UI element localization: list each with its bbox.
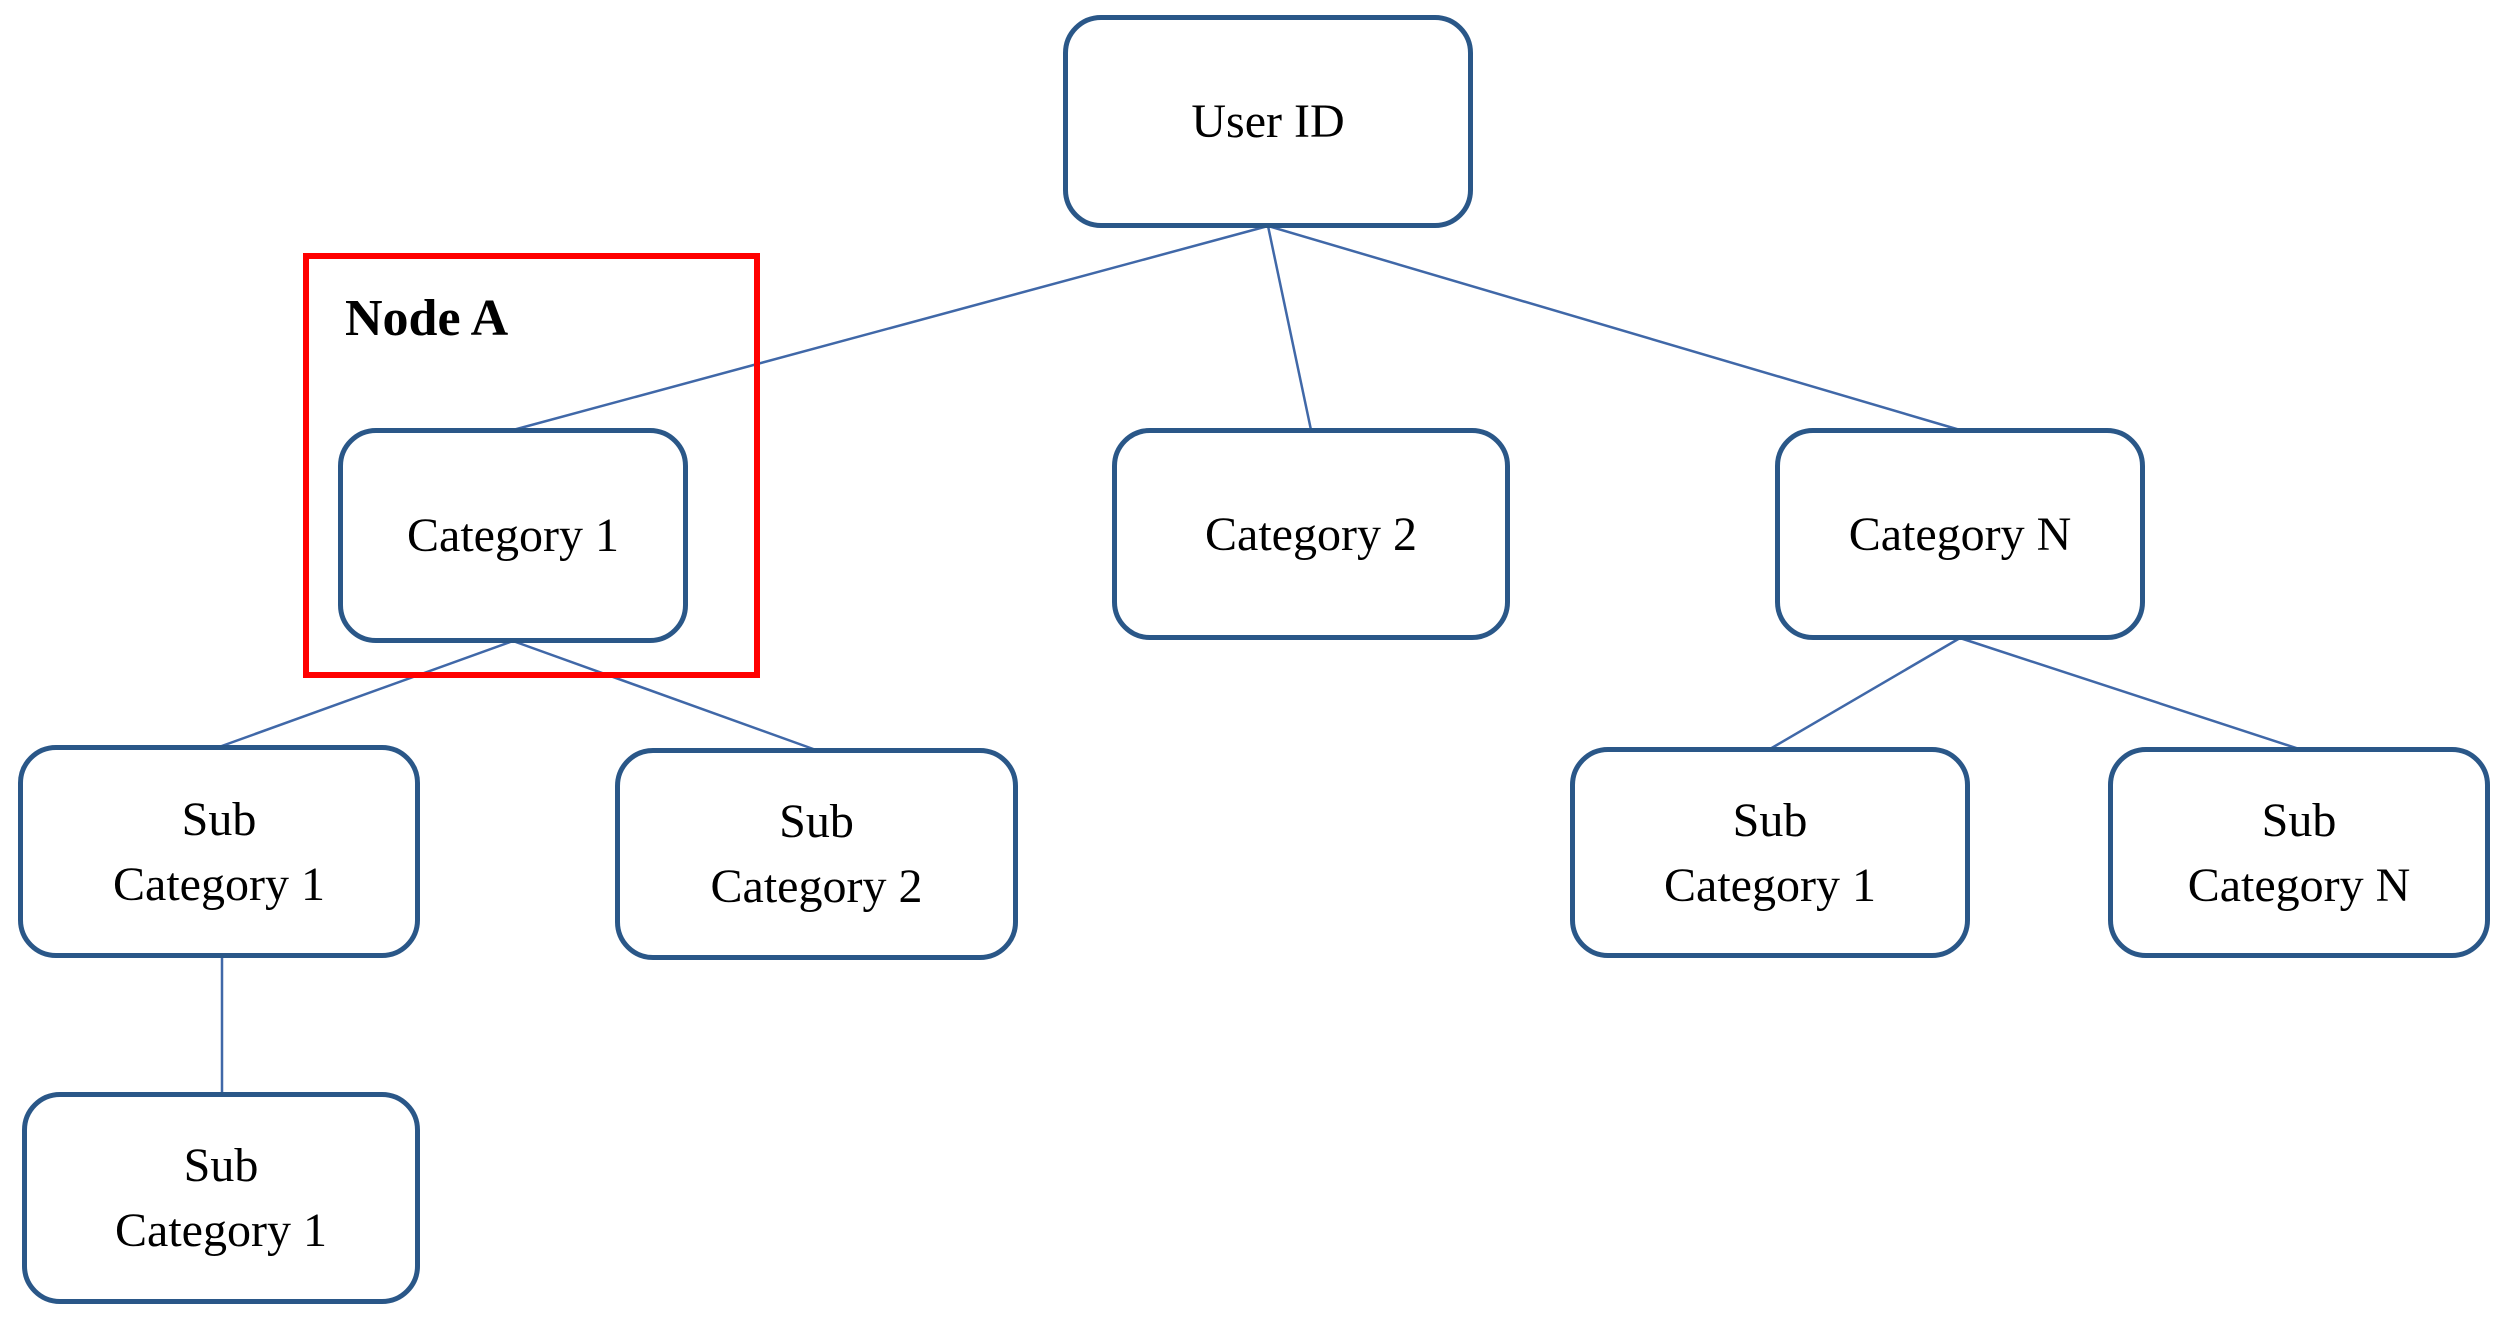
- node-category-2: Category 2: [1112, 428, 1510, 640]
- node-sub-category-n: Sub Category N: [2108, 747, 2490, 958]
- node-category-n: Category N: [1775, 428, 2145, 640]
- edge-category1-subcategory1: [218, 639, 514, 749]
- node-sub-category-1-left: Sub Category 1: [18, 745, 420, 958]
- edge-categoryn-subcategoryn: [1959, 636, 2300, 751]
- node-sub-category-1-bottom: Sub Category 1: [22, 1092, 420, 1304]
- edge-userid-category2: [1266, 225, 1313, 431]
- edge-category1-subcategory2: [512, 639, 817, 752]
- node-category-1: Category 1: [338, 428, 688, 643]
- node-user-id: User ID: [1063, 15, 1473, 228]
- node-sub-category-2: Sub Category 2: [615, 748, 1018, 960]
- edge-userid-categoryn: [1267, 224, 1961, 432]
- edge-categoryn-subcategory1: [1769, 636, 1961, 751]
- node-sub-category-1-right: Sub Category 1: [1570, 747, 1970, 958]
- edge-userid-category1: [512, 224, 1269, 432]
